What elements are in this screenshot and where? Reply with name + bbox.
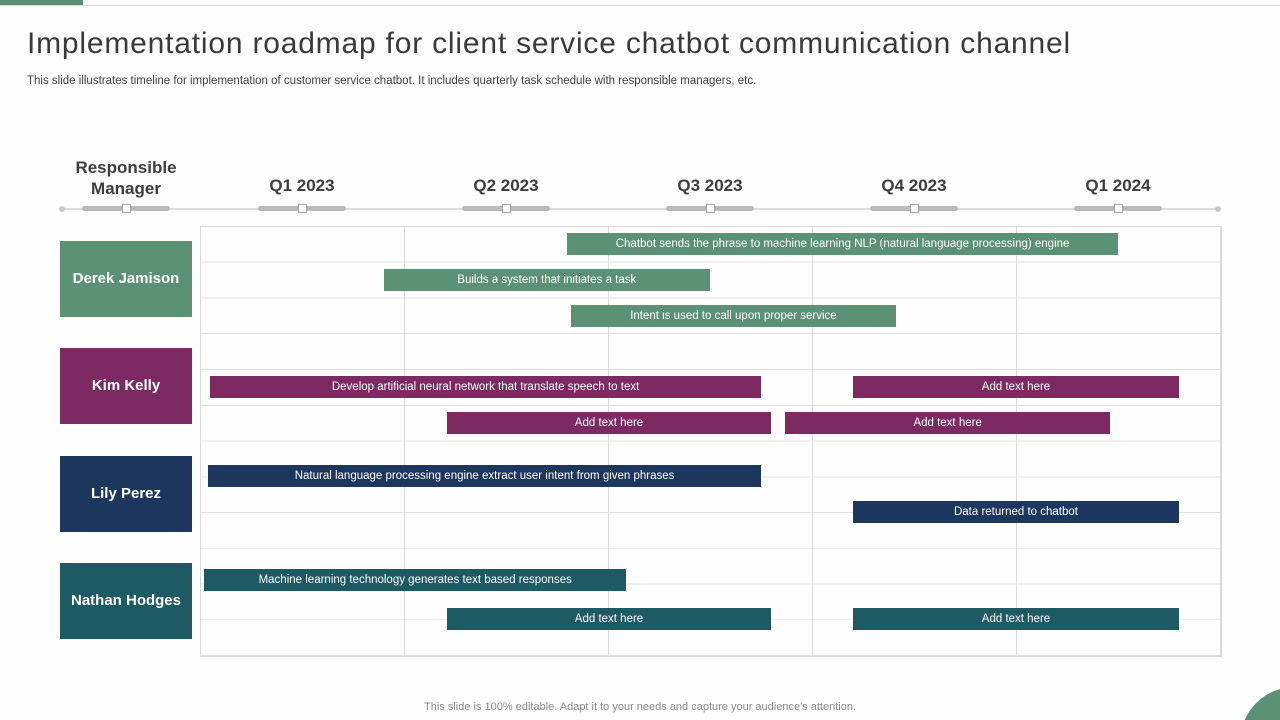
gantt-bar-label: Add text here	[913, 416, 982, 429]
manager-box-nathan-hodges: Nathan Hodges	[60, 562, 192, 639]
gantt-bar-nathan-hodges-0: Machine learning technology generates te…	[204, 569, 627, 592]
manager-box-kim-kelly: Kim Kelly	[60, 348, 192, 425]
gantt-bar-label: Intent is used to call upon proper servi…	[630, 309, 837, 322]
gantt-bar-nathan-hodges-1[interactable]: Add text here	[446, 608, 772, 631]
manager-box-lily-perez: Lily Perez	[60, 455, 192, 532]
timeline-marker-square-1	[297, 204, 307, 213]
top-accent-bar	[0, 0, 83, 6]
gantt-bar-nathan-hodges-2[interactable]: Add text here	[852, 608, 1180, 631]
gantt-bar-label: Builds a system that initiates a task	[457, 273, 637, 286]
gantt-bar-label: Chatbot sends the phrase to machine lear…	[615, 238, 1070, 250]
responsible-manager-header: Responsible Manager	[75, 158, 177, 199]
quarter-label-q1-2023: Q1 2023	[269, 176, 335, 195]
timeline-marker-square-2	[501, 204, 511, 213]
manager-name-label: Kim Kelly	[91, 377, 161, 395]
gantt-bar-label: Add text here	[981, 381, 1051, 393]
gantt-bar-label: Develop artificial neural network that t…	[331, 381, 640, 393]
timeline-endpoint-dot-right	[1215, 206, 1221, 212]
manager-name-label: Derek Jamison	[72, 270, 180, 287]
manager-box-derek-jamison: Derek Jamison	[60, 241, 192, 317]
gantt-bar-lily-perez-1: Data returned to chatbot	[852, 501, 1180, 524]
gantt-bar-label: Data returned to chatbot	[953, 506, 1078, 519]
manager-name-label: Lily Perez	[90, 484, 162, 502]
footer-note: This slide is 100% editable. Adapt it to…	[424, 701, 856, 713]
gantt-bar-kim-kelly-3[interactable]: Add text here	[785, 411, 1110, 434]
timeline-axis	[62, 208, 1218, 210]
quarter-label-q2-2023: Q2 2023	[473, 176, 539, 195]
quarter-headers: Q1 2023 Q2 2023 Q3 2023 Q4 2023 Q1 2024	[200, 176, 1220, 200]
gantt-bar-derek-jamison-2: Intent is used to call upon proper servi…	[571, 304, 896, 327]
gantt-bar-derek-jamison-1: Builds a system that initiates a task	[383, 268, 710, 291]
gantt-bar-kim-kelly-1[interactable]: Add text here	[852, 376, 1180, 398]
quarter-label-q3-2023: Q3 2023	[677, 176, 743, 195]
gantt-grid	[200, 226, 1222, 657]
top-divider-line	[0, 5, 1280, 6]
gantt-bar-label: Add text here	[981, 613, 1051, 626]
gantt-bar-label: Add text here	[574, 416, 644, 429]
gantt-bar-derek-jamison-0: Chatbot sends the phrase to machine lear…	[567, 233, 1118, 255]
gantt-bar-label: Natural language processing engine extra…	[294, 470, 675, 483]
page-title: Implementation roadmap for client servic…	[27, 27, 1071, 60]
gantt-bar-kim-kelly-0: Develop artificial neural network that t…	[210, 376, 761, 398]
gantt-bar-label: Add text here	[574, 613, 644, 626]
timeline-marker-square-3	[705, 204, 715, 213]
gantt-bar-lily-perez-0: Natural language processing engine extra…	[208, 465, 761, 488]
quarter-label-q1-2024: Q1 2024	[1085, 176, 1151, 195]
gantt-bar-kim-kelly-2[interactable]: Add text here	[446, 411, 772, 434]
timeline-marker-square-0	[121, 204, 131, 213]
gantt-bar-label: Machine learning technology generates te…	[258, 574, 572, 587]
timeline-marker-square-5	[1113, 204, 1123, 213]
quarter-label-q4-2023: Q4 2023	[881, 176, 947, 195]
timeline-endpoint-dot-left	[59, 206, 65, 212]
page-subtitle: This slide illustrates timeline for impl…	[27, 75, 757, 87]
manager-name-label: Nathan Hodges	[70, 591, 181, 609]
timeline-marker-square-4	[909, 204, 919, 213]
